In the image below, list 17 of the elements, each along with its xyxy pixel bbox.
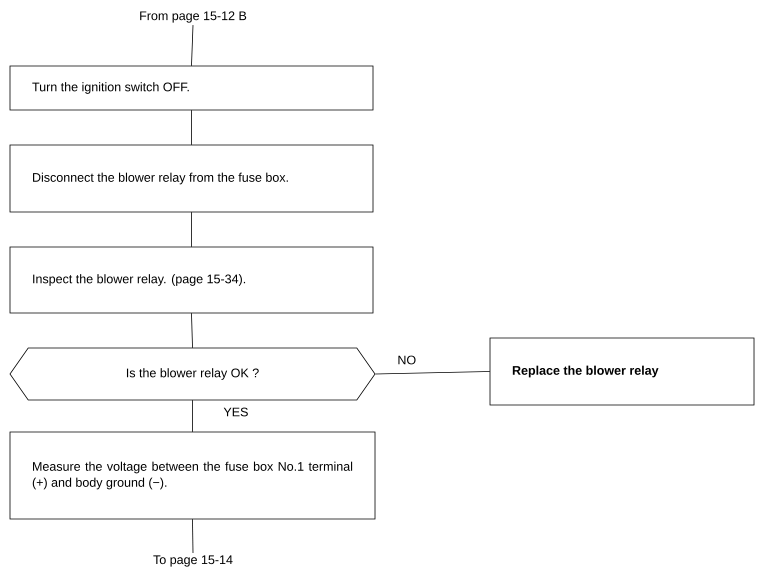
process-box: Disconnect the blower relay from the fuse box. [10,144,374,212]
edge-label: YES [224,408,248,416]
edge-label: NO [398,356,416,364]
connector-line [192,519,194,554]
process-box: Measure the voltage between the fuse box No.1 terminal (+) and body ground (−). [10,432,376,520]
page-reference: From page 15-12 B [140,11,246,23]
decision-hexagon: Is the blower relay OK ? [10,348,376,400]
connector-line [191,313,193,348]
process-box: Inspect the blower relay. (page 15-34). [10,246,374,314]
process-box: Replace the blower relay [490,338,754,406]
connector-line [375,371,490,374]
connector-line [191,24,194,66]
page-reference: To page 15-14 [153,555,233,567]
connector-line [191,110,192,145]
connector-line [192,400,193,432]
process-box: Turn the ignition switch OFF. [10,66,374,110]
connector-line [191,212,192,247]
